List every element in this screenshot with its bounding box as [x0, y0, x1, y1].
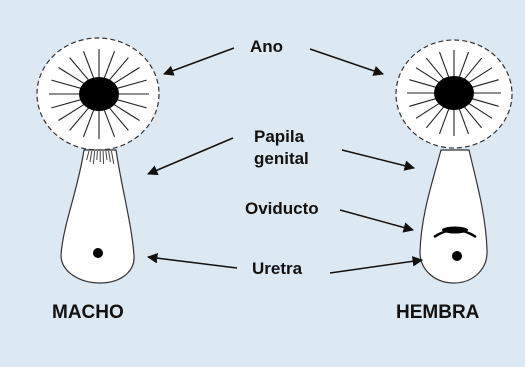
female-anus-opening [434, 76, 474, 110]
female-anus-disc [396, 40, 512, 148]
papilla-fringe-stroke [97, 151, 98, 160]
label-ano: Ano [250, 38, 283, 55]
male-genital-papilla [61, 150, 134, 283]
male-urethra-opening [93, 248, 103, 258]
female-urethra-opening [452, 251, 462, 261]
figure-title-male: MACHO [52, 303, 124, 322]
arrow-papila-female [342, 150, 414, 168]
arrow-uretra-male [148, 257, 237, 268]
male-anus-disc [37, 38, 159, 150]
label-papila-line2: genital [254, 150, 309, 167]
male-anus-opening [79, 77, 119, 111]
label-uretra: Uretra [252, 260, 302, 277]
label-papila-line1: Papila [254, 128, 304, 145]
female-genital-papilla [420, 150, 487, 283]
arrow-ano-male [164, 48, 234, 74]
arrow-uretra-female [330, 260, 422, 273]
arrow-oviducto [340, 210, 413, 230]
figure-title-female: HEMBRA [396, 303, 479, 322]
papilla-fringe-stroke [103, 151, 104, 164]
arrow-papila-male [148, 138, 233, 174]
female-oviduct-opening [442, 227, 468, 234]
arrow-ano-female [310, 49, 383, 74]
label-oviducto: Oviducto [245, 200, 319, 217]
